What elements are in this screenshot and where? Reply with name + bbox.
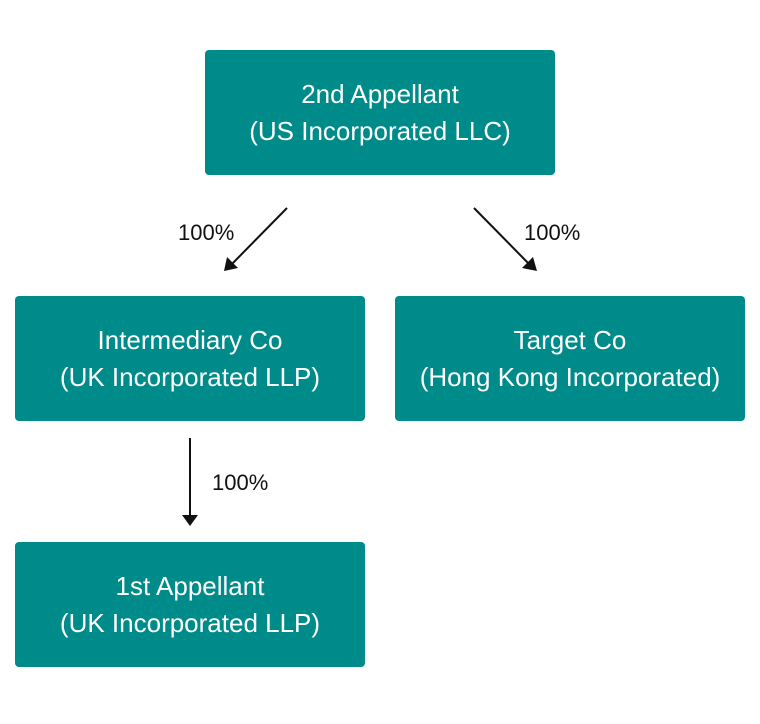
edge-arrow-2nd-to-target (473, 207, 532, 267)
edge-arrow-2nd-to-intermediary (229, 207, 288, 267)
arrowhead-intermediary-to-1st (182, 515, 198, 526)
arrowhead-2nd-to-target (522, 257, 537, 271)
arrowhead-2nd-to-intermediary (224, 257, 238, 271)
edge-label-2nd-to-target: 100% (524, 220, 581, 245)
node-2nd-appellant-subtitle: (US Incorporated LLC) (249, 115, 511, 146)
node-intermediary-co-subtitle: (UK Incorporated LLP) (59, 361, 321, 392)
node-target-co: Target Co (Hong Kong Incorporated) (395, 296, 745, 421)
node-intermediary-co: Intermediary Co (UK Incorporated LLP) (15, 296, 365, 421)
node-1st-appellant: 1st Appellant (UK Incorporated LLP) (15, 542, 365, 667)
node-1st-appellant-title: 1st Appellant (115, 570, 265, 601)
node-2nd-appellant: 2nd Appellant (US Incorporated LLC) (205, 50, 555, 175)
node-1st-appellant-subtitle: (UK Incorporated LLP) (59, 607, 321, 638)
node-target-co-subtitle: (Hong Kong Incorporated) (419, 361, 721, 392)
node-intermediary-co-title: Intermediary Co (97, 324, 283, 355)
node-2nd-appellant-title: 2nd Appellant (301, 78, 459, 109)
edge-label-2nd-to-intermediary: 100% (178, 220, 235, 245)
edge-label-intermediary-to-1st: 100% (212, 470, 269, 495)
node-target-co-title: Target Co (513, 324, 627, 355)
